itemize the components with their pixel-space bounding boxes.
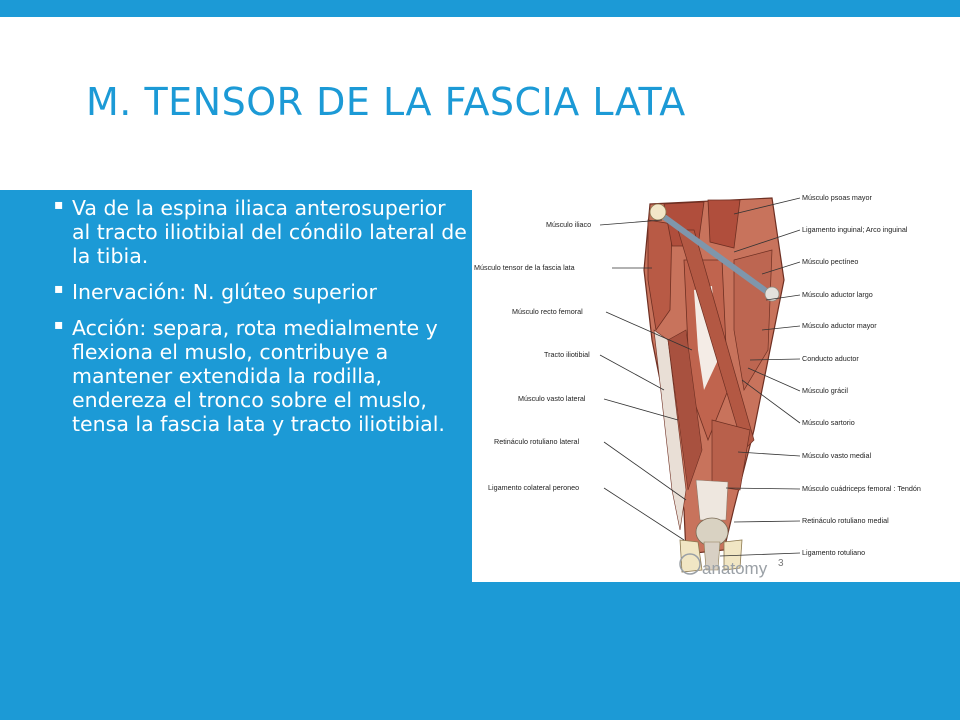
vastus-medial-muscle bbox=[711, 419, 751, 491]
figure-right-label-10: Músculo cuádriceps femoral : Tendón bbox=[802, 484, 921, 493]
leader-line bbox=[603, 487, 685, 541]
figure-right-label-12: Ligamento rotuliano bbox=[802, 548, 865, 557]
leader-line bbox=[719, 552, 801, 557]
leader-line bbox=[733, 520, 801, 523]
top-accent-bar bbox=[0, 0, 960, 17]
figure-right-label-1: Músculo psoas mayor bbox=[802, 193, 873, 202]
figure-right-label-8: Músculo sartorio bbox=[802, 418, 855, 427]
pubic-bone bbox=[764, 286, 780, 302]
bullet-marker-icon: ▪ bbox=[54, 316, 64, 333]
bullet-item-origin: ▪ Va de la espina iliaca anterosuperior … bbox=[52, 196, 470, 268]
leader-line bbox=[599, 219, 663, 226]
figure-page-number: 3 bbox=[778, 558, 784, 569]
figure-right-label-3: Músculo pectíneo bbox=[802, 257, 858, 266]
leader-line bbox=[603, 398, 679, 421]
bullet-item-action: ▪ Acción: separa, rota medialmente y fle… bbox=[52, 316, 470, 436]
figure-left-label-3: Músculo recto femoral bbox=[512, 307, 583, 316]
leader-line bbox=[747, 367, 801, 392]
bullet-marker-icon: ▪ bbox=[54, 280, 64, 297]
vastus-lateral-muscle bbox=[667, 329, 703, 491]
figure-right-label-11: Retináculo rotuliano medial bbox=[802, 516, 889, 525]
figure-left-label-6: Retináculo rotuliano lateral bbox=[494, 437, 580, 446]
leader-line bbox=[733, 197, 801, 215]
leader-line bbox=[749, 358, 801, 361]
figure-left-label-1: Músculo iliaco bbox=[546, 220, 591, 229]
bullet-text: Va de la espina iliaca anterosuperior al… bbox=[72, 196, 467, 268]
figure-right-label-5: Músculo aductor mayor bbox=[802, 321, 877, 330]
knee-bones bbox=[679, 539, 743, 573]
bullet-item-innervation: ▪ Inervación: N. glúteo superior bbox=[52, 280, 470, 304]
leader-line bbox=[725, 487, 801, 490]
leader-line bbox=[603, 441, 687, 501]
figure-right-label-6: Conducto aductor bbox=[802, 354, 859, 363]
figure-left-label-7: Ligamento colateral peroneo bbox=[488, 483, 579, 492]
bullet-marker-icon: ▪ bbox=[54, 197, 64, 213]
bullet-text: Acción: separa, rota medialmente y flexi… bbox=[72, 315, 445, 436]
bullet-list: ▪ Va de la espina iliaca anterosuperior … bbox=[52, 196, 470, 448]
figure-right-label-7: Músculo grácil bbox=[802, 386, 848, 395]
bullet-text: Inervación: N. glúteo superior bbox=[72, 279, 377, 304]
figure-left-label-2: Músculo tensor de la fascia lata bbox=[474, 263, 575, 272]
leader-line bbox=[733, 229, 801, 253]
leader-line bbox=[741, 379, 801, 424]
leader-line bbox=[599, 354, 665, 391]
patellar-ligament bbox=[703, 541, 721, 571]
leader-line bbox=[761, 325, 801, 331]
sartorius-muscle bbox=[677, 229, 755, 451]
leader-line bbox=[765, 294, 801, 301]
leader-line bbox=[737, 451, 801, 457]
inguinal-ligament bbox=[657, 211, 773, 297]
thigh-anatomy-illustration: Músculo iliaco Músculo tensor de la fasc… bbox=[474, 193, 921, 578]
figure-left-label-5: Músculo vasto lateral bbox=[518, 394, 586, 403]
iliac-spine-bone bbox=[649, 203, 667, 221]
figure-right-label-4: Músculo aductor largo bbox=[802, 290, 873, 299]
figure-left-label-4: Tracto iliotibial bbox=[544, 350, 590, 359]
anatomy-figure: Músculo iliaco Músculo tensor de la fasc… bbox=[472, 190, 960, 582]
slide-title: M. TENSOR DE LA FASCIA LATA bbox=[86, 80, 686, 124]
figure-right-label-2: Ligamento inguinal; Arco inguinal bbox=[802, 225, 908, 234]
watermark-text: anatomy bbox=[702, 559, 768, 578]
figure-right-label-9: Músculo vasto medial bbox=[802, 451, 872, 460]
quadriceps-tendon bbox=[695, 479, 729, 521]
leader-line bbox=[761, 261, 801, 275]
watermark-logo-icon bbox=[679, 553, 701, 575]
leader-line bbox=[605, 311, 693, 351]
psoas-muscle bbox=[707, 199, 741, 249]
